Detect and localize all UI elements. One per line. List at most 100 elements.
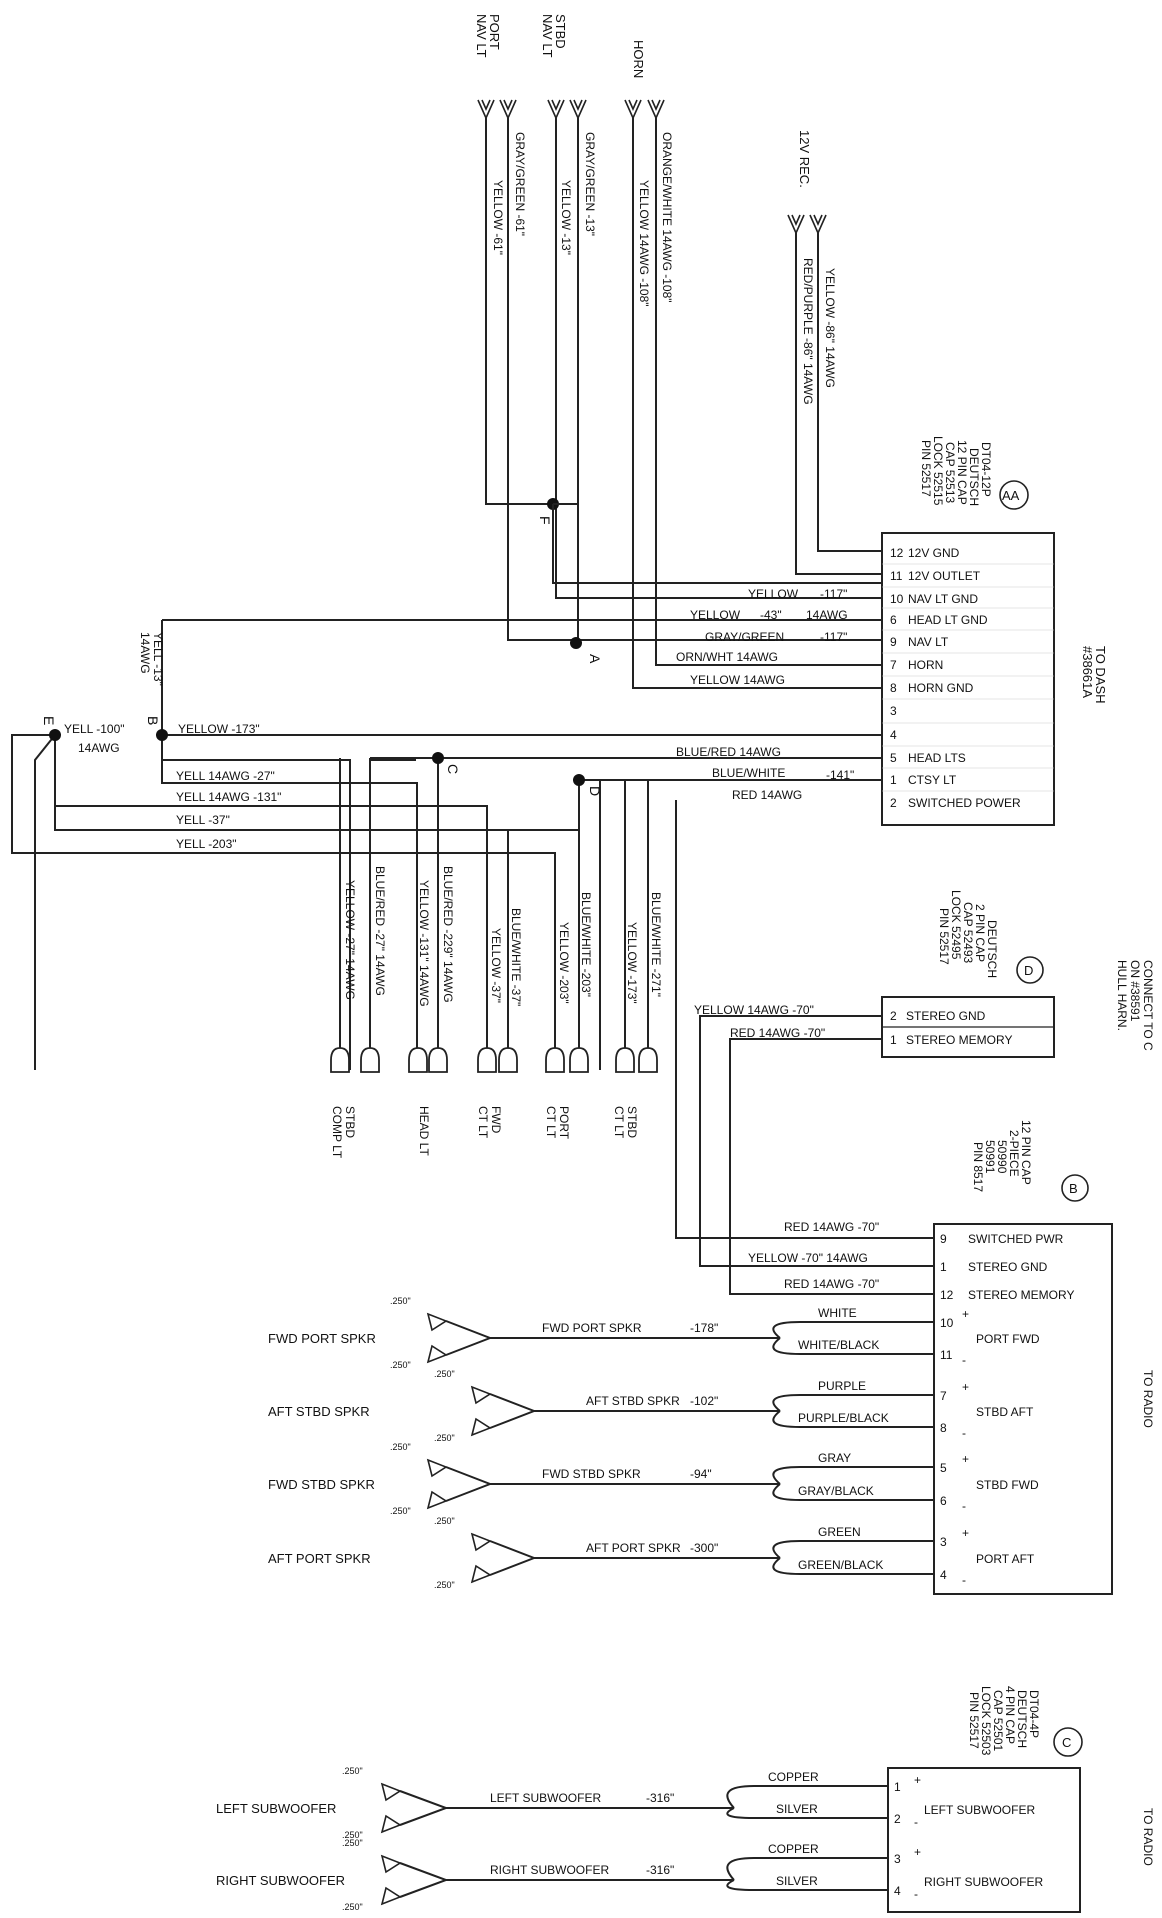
wire-label: YELLOW -173"	[178, 722, 260, 736]
connector-id: C	[1062, 1735, 1071, 1750]
wire-color-pos: COPPER	[768, 1770, 819, 1784]
terminal-icon	[426, 1344, 448, 1364]
light-name: FWDCT LT	[476, 1106, 503, 1139]
splice-node	[573, 774, 585, 786]
wire-label: YELL -100"	[64, 722, 125, 736]
spec-line: PIN 8517	[971, 1142, 985, 1192]
pin-number: 2	[894, 1812, 901, 1826]
wire-color-neg: PURPLE/BLACK	[798, 1411, 889, 1425]
light-names: STBDCOMP LT HEAD LT FWDCT LT PORTCT LT S…	[330, 1106, 639, 1159]
wire-label: YELL -13"14AWG	[138, 632, 165, 686]
wire-label: GRAY/GREEN -13"	[583, 132, 597, 236]
light-name: PORTCT LT	[544, 1106, 571, 1140]
wire	[445, 1466, 493, 1502]
connector-destination: CONNECT TO CON #38591HULL HARN.	[1115, 960, 1155, 1051]
terminal-size: .250"	[390, 1442, 411, 1452]
wire-label: RED 14AWG -70"	[730, 1026, 825, 1040]
pin-label: SWITCHED PWR	[968, 1232, 1064, 1246]
spec-line: LOCK 52515	[931, 436, 945, 506]
wire-label: YELLOW -131" 14AWG	[417, 880, 431, 1007]
pin-number: 10	[940, 1316, 954, 1330]
connector-spec: DT04-12P DEUTSCH 12 PIN CAP CAP 52513 LO…	[919, 436, 993, 506]
terminal-size: .250"	[342, 1766, 363, 1776]
terminal-icon	[380, 1782, 402, 1802]
wire-label: YELL 14AWG -131"	[176, 790, 281, 804]
wire-label: ORN/WHT 14AWG	[676, 650, 778, 664]
terminal-icon	[787, 214, 805, 235]
terminal-icon	[809, 214, 827, 235]
spec-line: LOCK 52503	[979, 1686, 993, 1756]
port-nav-lt-label: PORTNAV LT	[474, 14, 502, 58]
connector-destination: TO DASH#38661A	[1080, 646, 1108, 704]
connector-body	[887, 1767, 1081, 1913]
spec-line: CAP 52501	[991, 1690, 1005, 1751]
connector-c: C DT04-4P DEUTSCH 4 PIN CAP CAP 52501 LO…	[887, 1686, 1155, 1913]
plug-icon	[428, 1047, 448, 1073]
cable-length: -178"	[690, 1321, 718, 1335]
pin-number: 1	[890, 773, 897, 787]
pin-group-label: STBD AFT	[976, 1405, 1034, 1419]
wire-color-pos: WHITE	[818, 1306, 857, 1320]
subwoofer-list: LEFT SUBWOOFER.250".250"LEFT SUBWOOFER-3…	[216, 1766, 888, 1912]
connector-id-badge	[1061, 1174, 1089, 1202]
pin-label: STEREO MEMORY	[906, 1033, 1012, 1047]
pin-number: 9	[890, 635, 897, 649]
speaker-name: AFT PORT SPKR	[268, 1551, 371, 1566]
wire	[445, 1320, 493, 1356]
splice-node	[156, 729, 168, 741]
wire-label: YELLOW	[748, 587, 799, 601]
pin-label: 12V GND	[908, 546, 960, 560]
text-line: CT LT	[476, 1106, 490, 1139]
terminal-size: .250"	[390, 1506, 411, 1516]
wire-color-neg: WHITE/BLACK	[798, 1338, 879, 1352]
terminal-icon	[547, 99, 565, 120]
terminal-icon	[380, 1854, 402, 1874]
connector-id-badge	[1016, 956, 1044, 984]
wire-label: YELLOW -70" 14AWG	[748, 1251, 868, 1265]
speaker-list: FWD PORT SPKR.250".250"FWD PORT SPKR-178…	[268, 1296, 934, 1590]
text-line: COMP LT	[330, 1106, 344, 1159]
wire-label: -117"	[820, 630, 847, 644]
pin-number: 4	[940, 1568, 947, 1582]
splice-dots	[49, 637, 585, 786]
pin-polarity: -	[962, 1353, 966, 1367]
terminal-size: .250"	[342, 1902, 363, 1912]
wire-color-neg: GRAY/BLACK	[798, 1484, 874, 1498]
splice-label-c: C	[445, 764, 461, 774]
text-line: HULL HARN.	[1115, 960, 1129, 1031]
spec-line: 50991	[983, 1140, 997, 1174]
wire-label: YELLOW -173"	[625, 922, 639, 1004]
light-wire-labels: YELLOW -27" 14AWG BLUE/RED -27" 14AWG YE…	[343, 866, 663, 1007]
wire-color-neg: GREEN/BLACK	[798, 1558, 883, 1572]
wire-color-neg: SILVER	[776, 1874, 818, 1888]
spec-line: DEUTSCH	[985, 920, 999, 978]
connector-id: AA	[1002, 488, 1020, 503]
wire	[772, 1337, 934, 1355]
pin-label: HORN GND	[908, 681, 974, 695]
spec-line: 12 PIN CAP	[955, 440, 969, 505]
pin-polarity: +	[914, 1845, 921, 1859]
speaker-name: FWD PORT SPKR	[268, 1331, 376, 1346]
pin-number: 6	[890, 613, 897, 627]
wire-label: BLUE/WHITE -37"	[509, 908, 523, 1006]
aa-wire-labels: YELLOW -117" YELLOW -43" 14AWG GRAY/GREE…	[676, 587, 854, 802]
terminal-icon	[426, 1312, 448, 1332]
wire	[772, 1483, 934, 1501]
terminal-size: .250"	[434, 1516, 455, 1526]
plug-icon	[638, 1047, 658, 1073]
cable-name: RIGHT SUBWOOFER	[490, 1863, 609, 1877]
terminal-icon	[470, 1385, 492, 1405]
plug-icon	[408, 1047, 428, 1073]
pin-label: STEREO MEMORY	[968, 1288, 1074, 1302]
spec-line: 12 PIN CAP	[1019, 1120, 1033, 1185]
pin-group-label: LEFT SUBWOOFER	[924, 1803, 1035, 1817]
subwoofer-circuit: RIGHT SUBWOOFER.250".250"RIGHT SUBWOOFER…	[216, 1838, 888, 1912]
plug-icon	[360, 1047, 380, 1073]
subwoofer-name: LEFT SUBWOOFER	[216, 1801, 336, 1816]
splice-node	[432, 752, 444, 764]
top-wire-labels: GRAY/GREEN -61" YELLOW -61" GRAY/GREEN -…	[491, 132, 837, 405]
pin-number: 2	[890, 796, 897, 810]
wire	[726, 1879, 888, 1891]
cable-name: AFT STBD SPKR	[586, 1394, 680, 1408]
light-name: STBDCT LT	[612, 1106, 639, 1139]
